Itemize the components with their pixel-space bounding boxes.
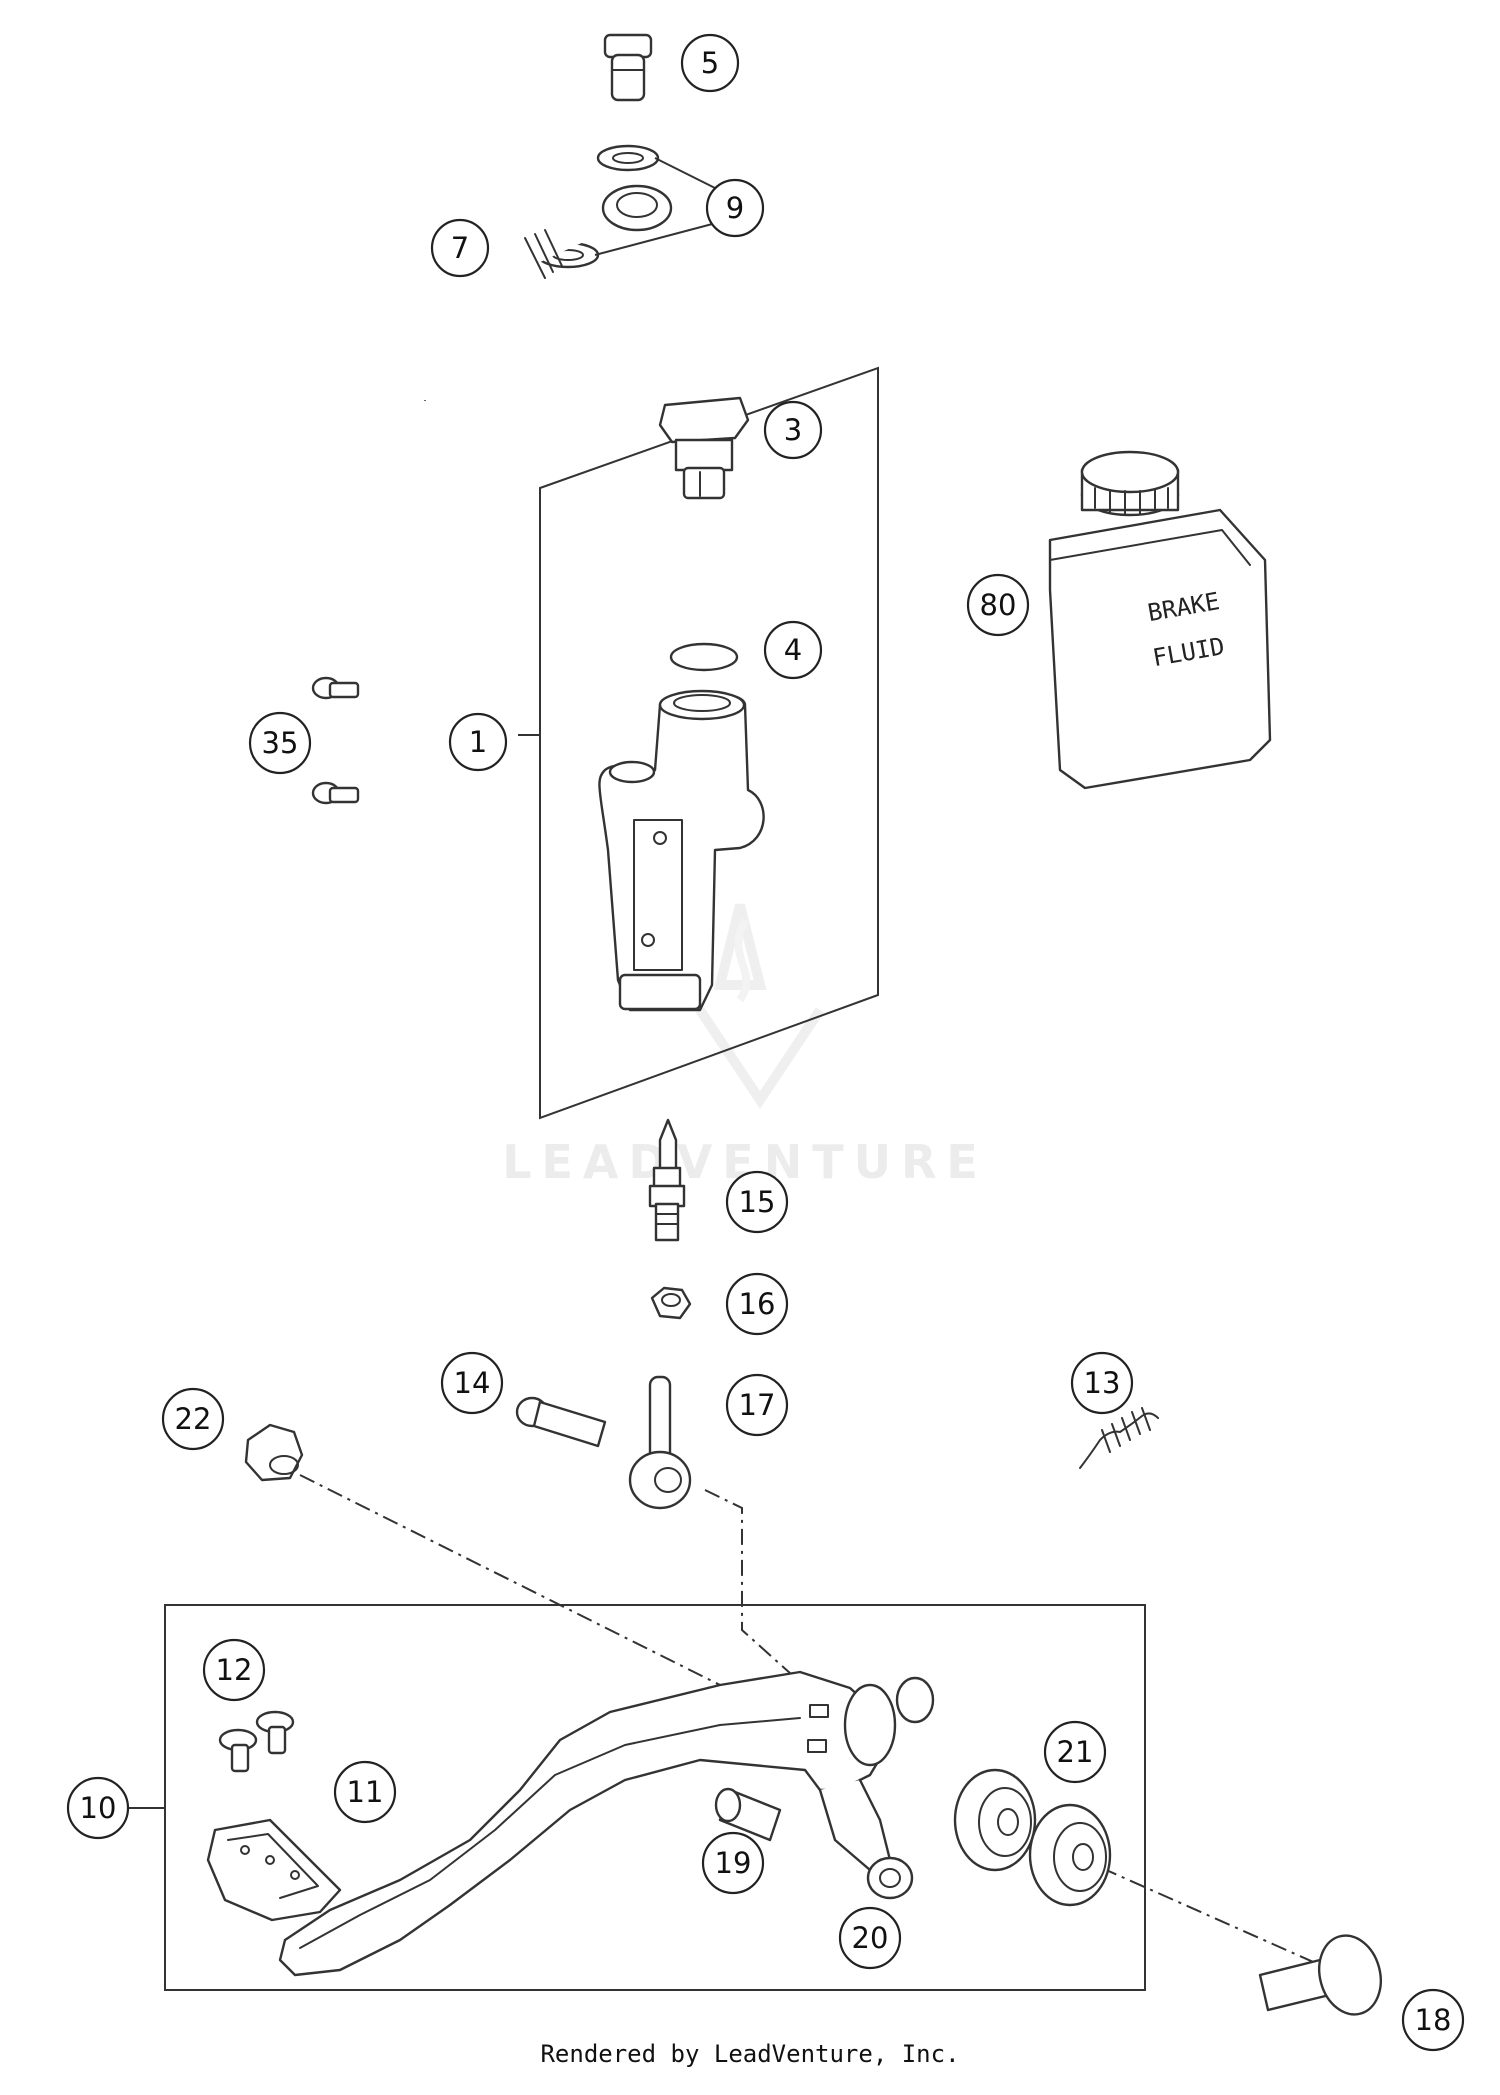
callout-3[interactable]: 3	[763, 400, 823, 460]
callout-4[interactable]: 4	[763, 620, 823, 680]
svg-text:13: 13	[1084, 1366, 1121, 1400]
banjo-bolt-part-5	[603, 33, 653, 102]
callout-16[interactable]: 16	[725, 1272, 789, 1336]
brake-pedal-frame	[164, 1604, 1146, 1991]
bearing-part-21-left	[953, 1768, 1037, 1872]
svg-text:11: 11	[347, 1775, 384, 1809]
bearing-part-21-right	[1028, 1803, 1112, 1907]
clevis-part-17	[628, 1375, 692, 1510]
callout-1[interactable]: 1	[448, 712, 508, 772]
spring-part-13	[1079, 1407, 1159, 1469]
callout-15[interactable]: 15	[725, 1170, 789, 1234]
svg-text:35: 35	[262, 726, 299, 760]
svg-text:21: 21	[1057, 1735, 1094, 1769]
svg-text:3: 3	[784, 413, 802, 447]
svg-text:80: 80	[980, 588, 1017, 622]
callout-9[interactable]: 9	[705, 178, 765, 238]
screw-part-35-upper	[311, 676, 360, 700]
callout-14[interactable]: 14	[440, 1351, 504, 1415]
svg-text:1: 1	[469, 725, 487, 759]
nut-part-22	[244, 1423, 304, 1482]
callout-19[interactable]: 19	[701, 1831, 765, 1895]
bolt-part-14	[515, 1396, 607, 1448]
svg-text:14: 14	[454, 1366, 491, 1400]
screw-part-35-lower	[311, 781, 360, 805]
callout-20[interactable]: 20	[838, 1906, 902, 1970]
callout-21[interactable]: 21	[1043, 1720, 1107, 1784]
brake-line-part-7	[416, 184, 673, 401]
svg-text:15: 15	[739, 1185, 776, 1219]
svg-text:22: 22	[175, 1402, 212, 1436]
pin-part-19	[714, 1787, 782, 1842]
svg-text:12: 12	[216, 1653, 253, 1687]
watermark-logo	[695, 903, 825, 1110]
svg-text:4: 4	[784, 633, 802, 667]
centerline-nut-to-pedal	[299, 1474, 791, 1721]
callout-12[interactable]: 12	[202, 1638, 266, 1702]
callout-11[interactable]: 11	[333, 1760, 397, 1824]
reservoir-connector-part-3	[658, 396, 750, 500]
svg-text:17: 17	[739, 1388, 776, 1422]
svg-text:20: 20	[852, 1921, 889, 1955]
callout-5[interactable]: 5	[680, 33, 740, 93]
svg-text:5: 5	[701, 46, 719, 80]
svg-text:18: 18	[1415, 2003, 1452, 2037]
callout-35[interactable]: 35	[248, 711, 312, 775]
screw-part-12-right	[255, 1710, 295, 1755]
bushing-part-20	[866, 1856, 914, 1900]
svg-text:10: 10	[80, 1791, 117, 1825]
callout-80[interactable]: 80	[966, 573, 1030, 637]
master-cylinder-part-1	[598, 689, 765, 1012]
master-cylinder-frame	[539, 366, 879, 1120]
callout-18[interactable]: 18	[1401, 1988, 1465, 2052]
callout-10[interactable]: 10	[66, 1776, 130, 1840]
svg-text:7: 7	[451, 231, 469, 265]
svg-text:16: 16	[739, 1287, 776, 1321]
svg-text:19: 19	[715, 1846, 752, 1880]
render-credit: Rendered by LeadVenture, Inc.	[540, 2040, 960, 2068]
callout-22[interactable]: 22	[161, 1387, 225, 1451]
svg-text:9: 9	[726, 191, 744, 225]
callout-17[interactable]: 17	[725, 1373, 789, 1437]
screw-part-12-left	[218, 1728, 258, 1773]
sealing-washer-part-9-upper	[596, 144, 660, 172]
callout-7[interactable]: 7	[430, 218, 490, 278]
pivot-pin-part-18	[1258, 1934, 1382, 2016]
brake-pedal-part-10	[278, 1670, 935, 1977]
push-rod-part-15	[648, 1118, 686, 1242]
o-ring-part-4	[669, 642, 739, 672]
callout-13[interactable]: 13	[1070, 1351, 1134, 1415]
centerline-clevis-to-pedal	[704, 1489, 821, 1701]
nut-part-16	[650, 1286, 692, 1320]
brake-fluid-bottle-part-80: BRAKE FLUID	[1048, 450, 1272, 790]
pedal-tip-part-11	[206, 1818, 342, 1922]
